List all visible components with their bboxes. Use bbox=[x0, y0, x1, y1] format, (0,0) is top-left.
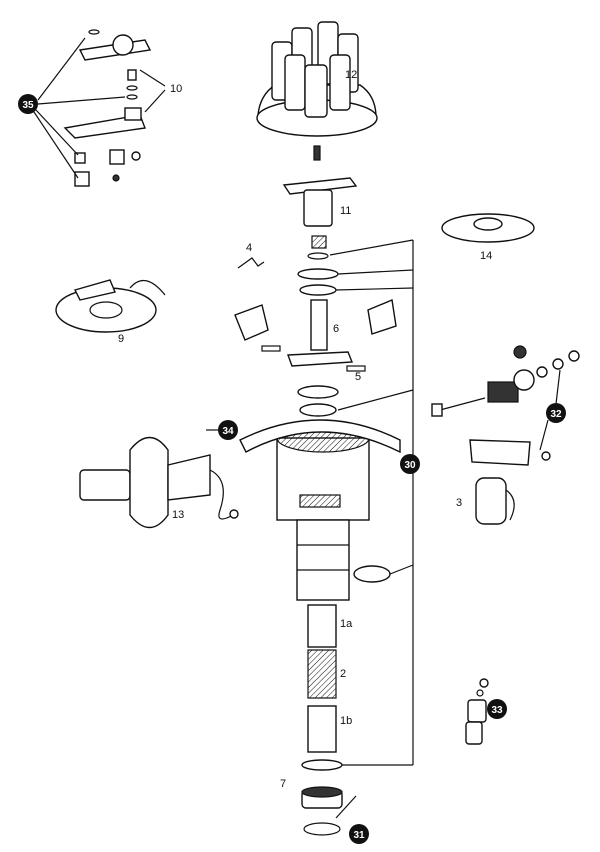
carbon-brush bbox=[313, 145, 321, 161]
label-9: 9 bbox=[118, 333, 124, 345]
breaker-plate bbox=[55, 279, 166, 333]
label-1b: 1b bbox=[340, 715, 352, 727]
spring bbox=[261, 345, 281, 352]
label-30: 30 bbox=[404, 460, 416, 471]
spring-clip bbox=[237, 257, 265, 269]
bush-1b bbox=[307, 705, 337, 753]
label-4: 4 bbox=[246, 242, 252, 254]
callout-30-circle bbox=[400, 454, 420, 474]
pin bbox=[335, 795, 357, 819]
callout-33-circle bbox=[487, 699, 507, 719]
label-7: 7 bbox=[280, 778, 286, 790]
contact-set bbox=[63, 29, 152, 187]
label-32: 32 bbox=[550, 409, 562, 420]
label-2: 2 bbox=[340, 668, 346, 680]
callout-32-circle bbox=[546, 403, 566, 423]
label-12: 12 bbox=[345, 69, 357, 81]
label-5: 5 bbox=[355, 371, 361, 383]
clamp-band bbox=[239, 419, 401, 454]
circlip bbox=[303, 822, 341, 836]
weight-left bbox=[234, 304, 269, 341]
label-11: 11 bbox=[340, 205, 351, 217]
condenser-clip bbox=[465, 678, 489, 745]
clip-ring bbox=[307, 252, 329, 260]
dust-cover bbox=[441, 213, 535, 243]
weight-right bbox=[367, 299, 397, 335]
felt-pad bbox=[311, 235, 327, 249]
leader-lines bbox=[33, 37, 561, 766]
washer bbox=[299, 403, 337, 417]
callout-35-circle bbox=[18, 94, 38, 114]
label-34: 34 bbox=[222, 426, 234, 437]
label-3: 3 bbox=[456, 497, 462, 509]
label-1a: 1a bbox=[340, 618, 353, 630]
rotor bbox=[282, 177, 358, 227]
felt-2 bbox=[307, 649, 337, 699]
label-10: 10 bbox=[170, 83, 182, 95]
spring bbox=[346, 365, 366, 372]
callout-31-circle bbox=[349, 824, 369, 844]
drive-dog bbox=[301, 786, 343, 809]
washer bbox=[297, 385, 339, 399]
label-33: 33 bbox=[491, 705, 503, 716]
washer bbox=[301, 759, 343, 771]
label-6: 6 bbox=[333, 323, 339, 335]
label-31: 31 bbox=[353, 830, 365, 841]
distributor-cap bbox=[256, 21, 378, 137]
washer bbox=[297, 268, 339, 280]
terminal-parts bbox=[431, 345, 580, 525]
label-35: 35 bbox=[22, 100, 34, 111]
vacuum-unit bbox=[79, 436, 239, 529]
label-14: 14 bbox=[480, 250, 492, 262]
label-13: 13 bbox=[172, 509, 184, 521]
cam-shaft bbox=[287, 299, 354, 367]
seal-ring bbox=[353, 565, 391, 583]
washer bbox=[299, 284, 337, 296]
callout-34-circle bbox=[218, 420, 238, 440]
bush-1a bbox=[307, 604, 337, 648]
